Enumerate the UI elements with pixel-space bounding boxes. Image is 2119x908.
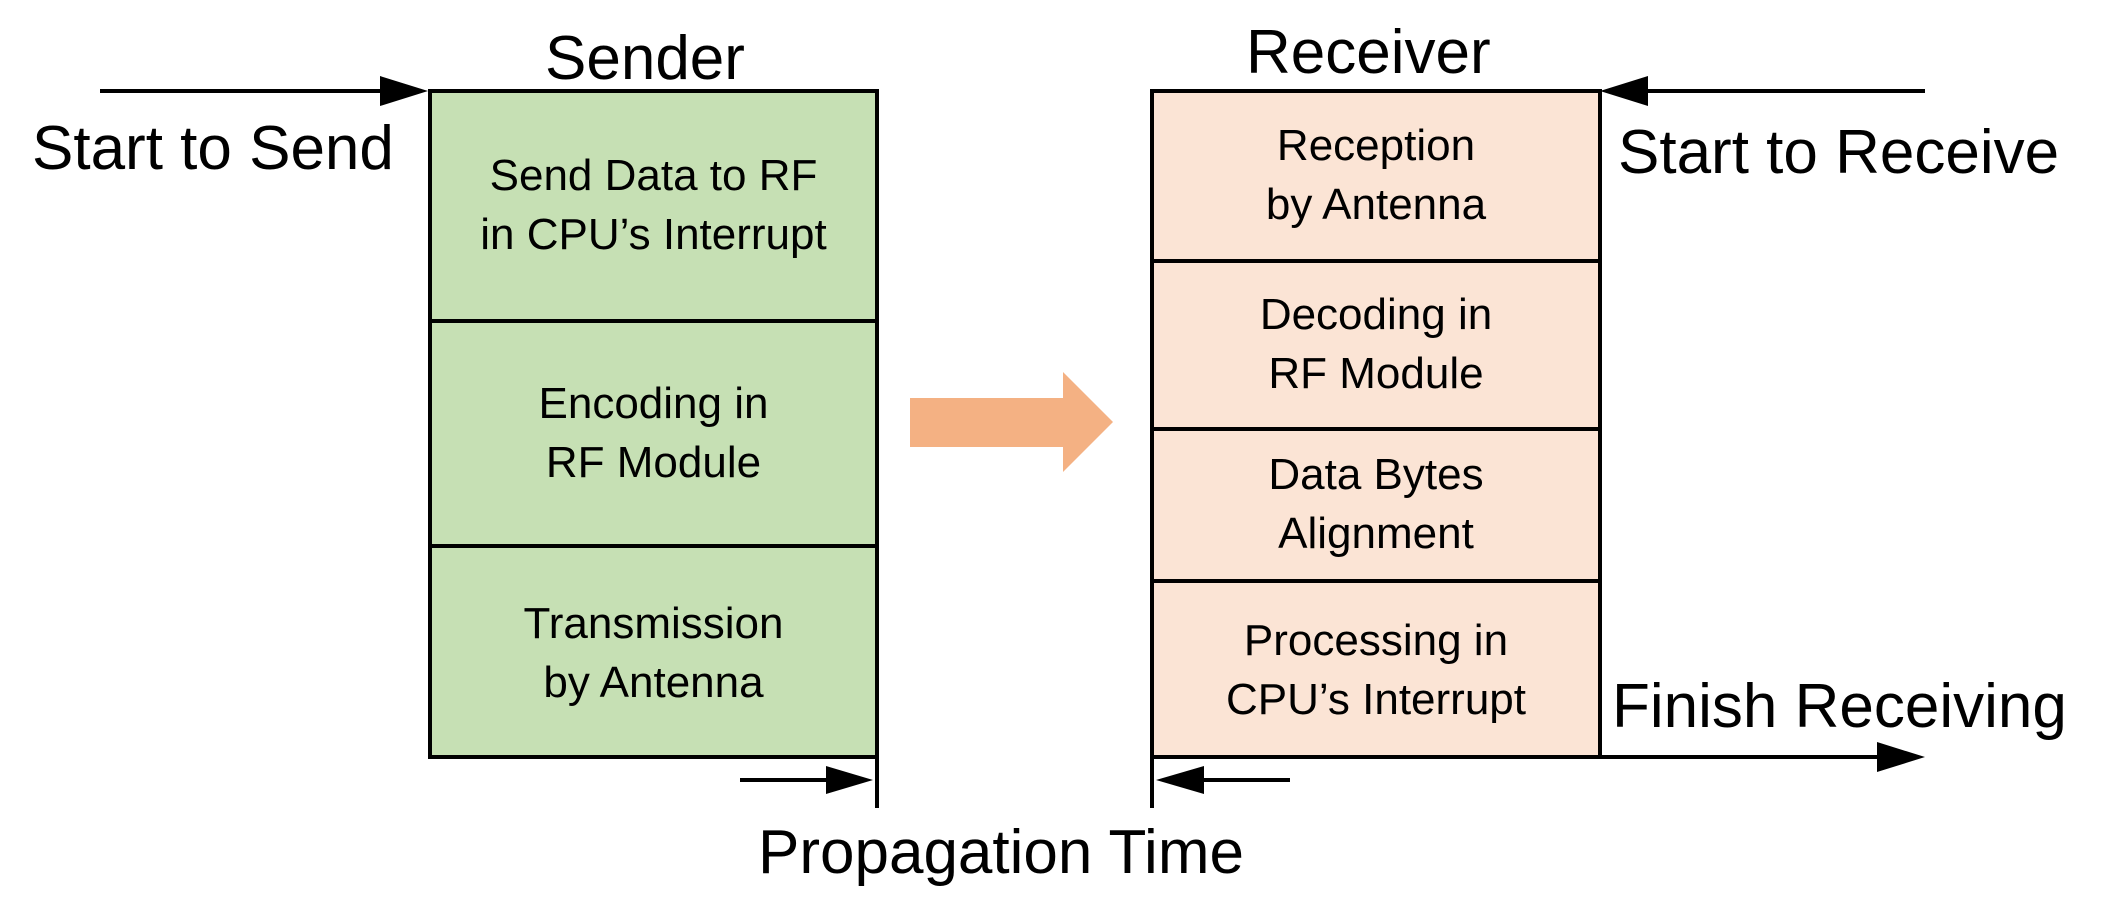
receiver-block-reception: Reception by Antenna [1265,121,1487,229]
receiver-title: Receiver [1246,18,1491,87]
sender-block-transmission: Transmission by Antenna [432,544,875,759]
start-to-send-label: Start to Send [32,114,394,183]
receiver-stack: Reception by Antenna Decoding in RF Modu… [1150,89,1602,759]
propagation-time-label: Propagation Time [758,818,1244,887]
sender-stack: Send Data to RF in CPU’s Interrupt Encod… [428,89,879,759]
finish-receiving-arrow [1600,742,1925,772]
start-to-receive-label: Start to Receive [1618,118,2060,187]
sender-title: Sender [545,24,745,93]
start-to-receive-arrow [1600,76,1925,106]
finish-receiving-label: Finish Receiving [1612,672,2067,741]
sender-block-send-data: Send Data to RF in CPU’s Interrupt [480,151,827,259]
flow-arrow [910,372,1113,472]
propagation-bracket [740,757,1290,808]
receiver-block-alignment: Data Bytes Alignment [1154,427,1598,579]
sender-block-encoding: Encoding in RF Module [432,319,875,544]
receiver-block-processing: Processing in CPU’s Interrupt [1154,579,1598,759]
receiver-block-decoding: Decoding in RF Module [1154,259,1598,427]
start-to-send-arrow [100,76,428,106]
